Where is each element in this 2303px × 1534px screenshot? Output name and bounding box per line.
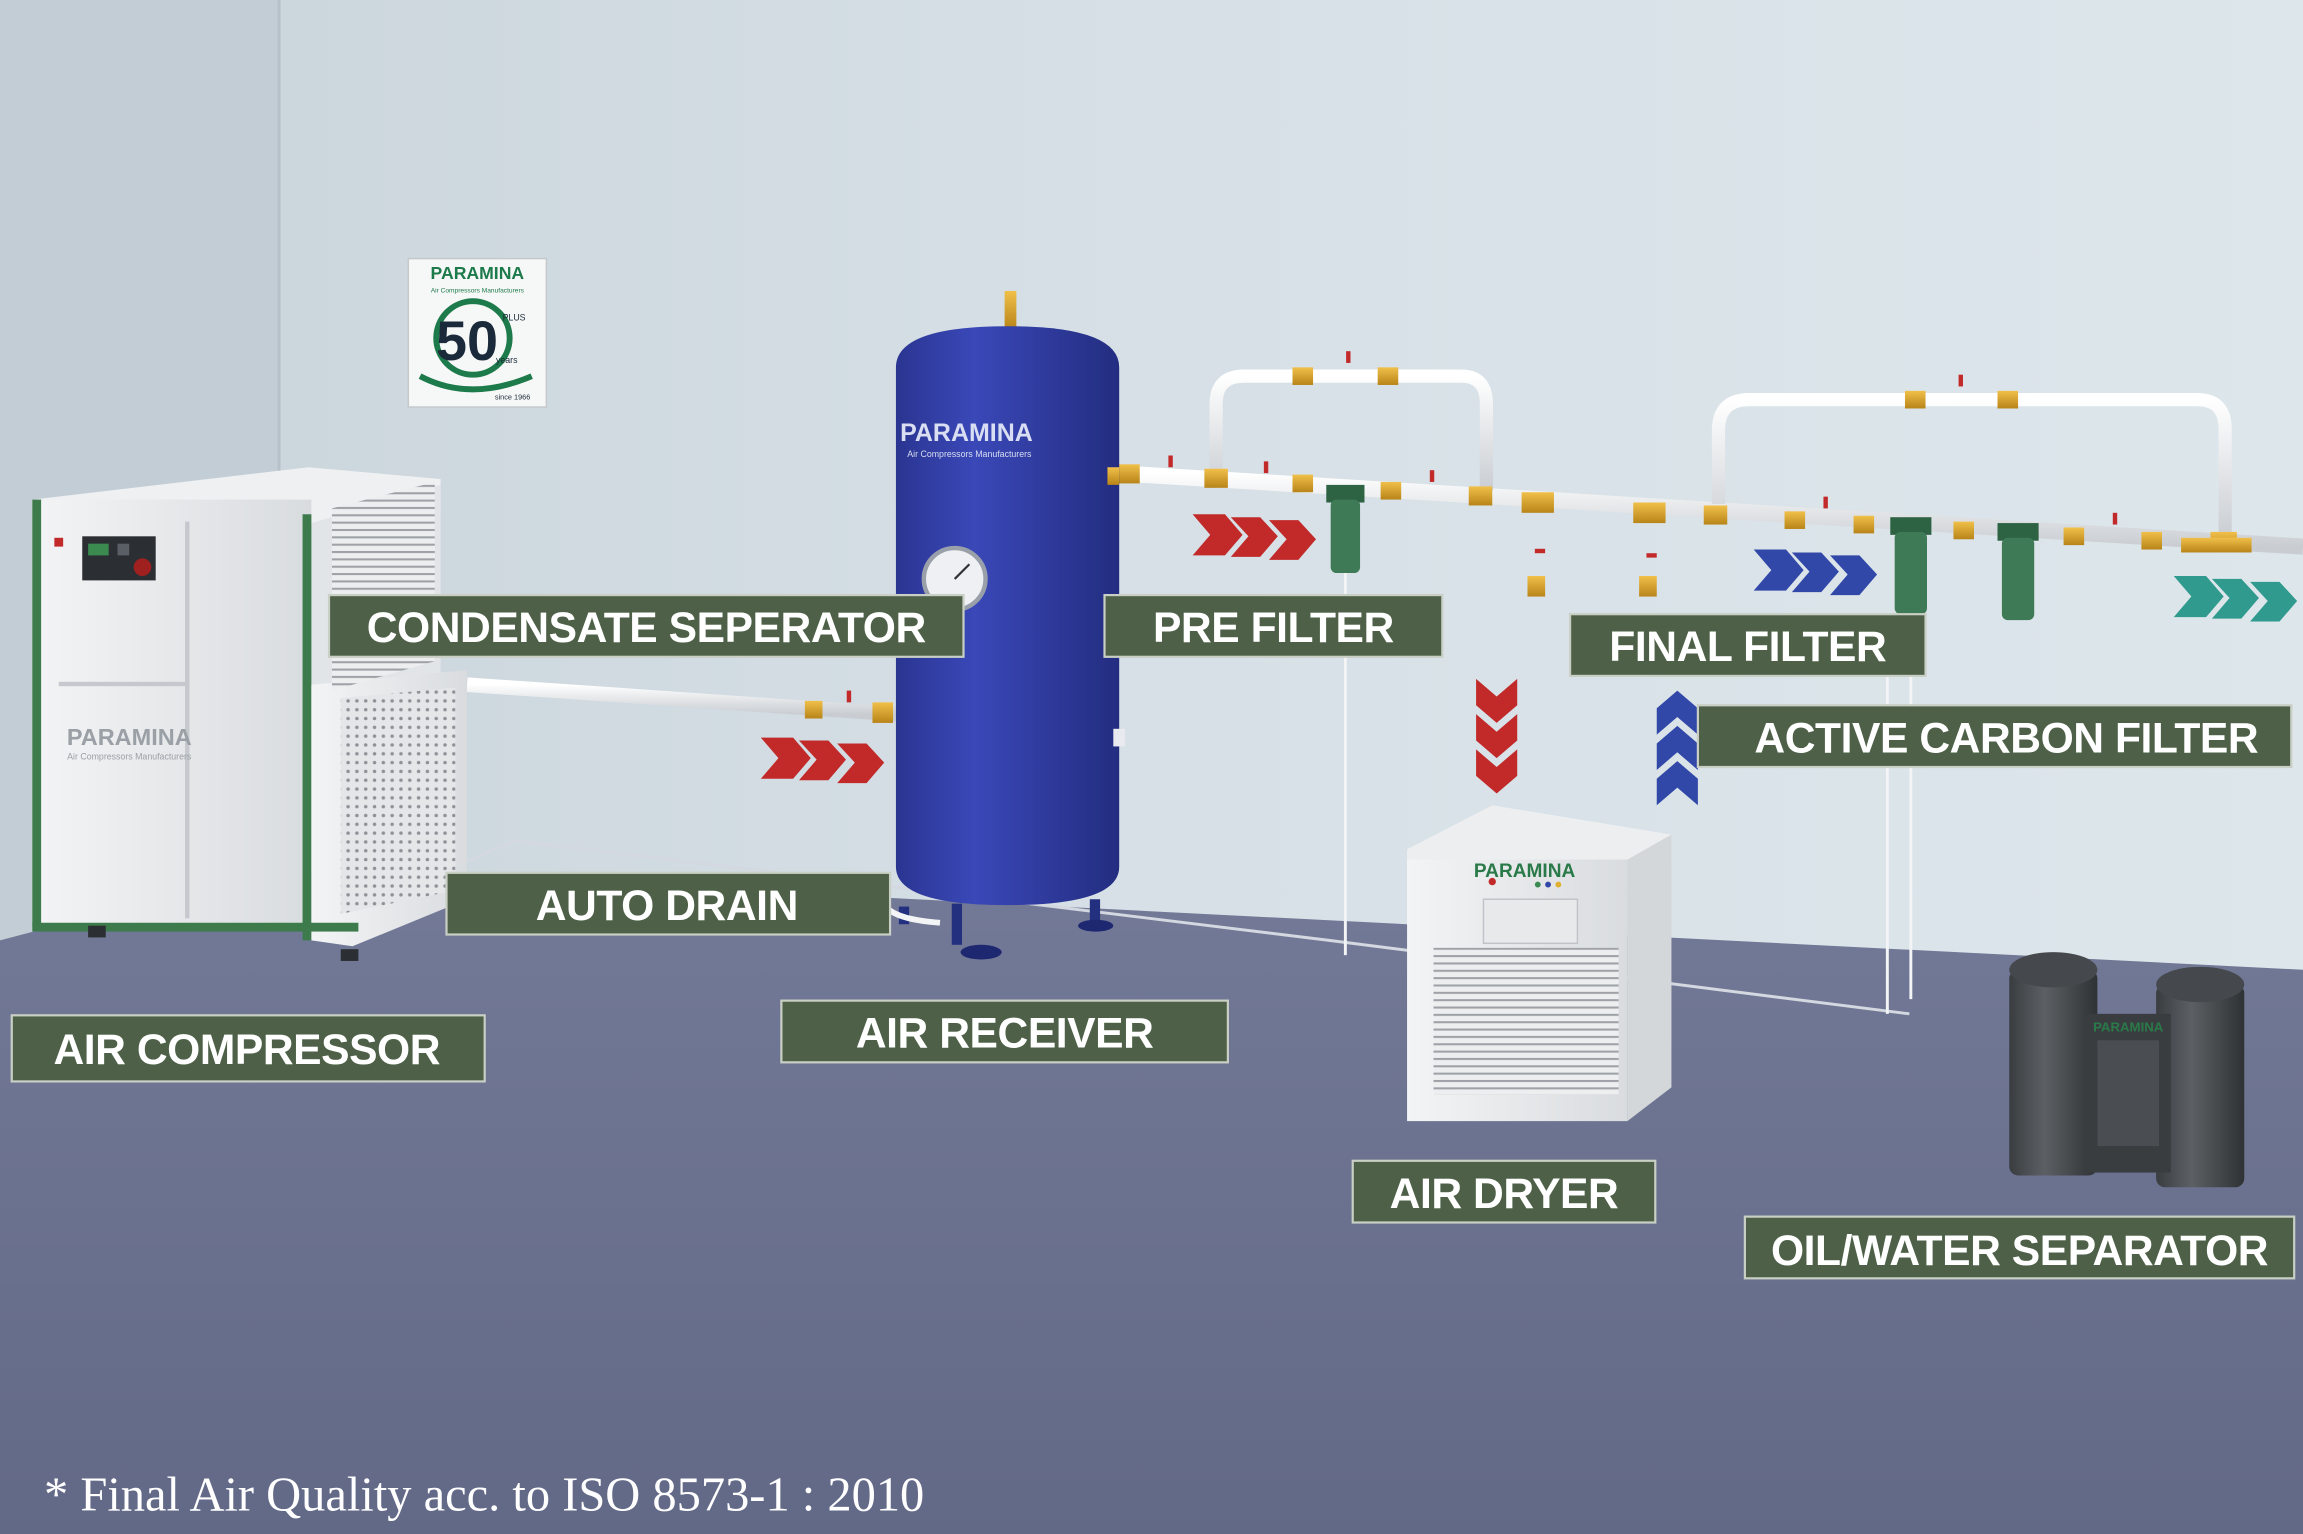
label-condensate-separator: CONDENSATE SEPERATOR (327, 593, 965, 658)
flow-arrow-blue (1656, 690, 1698, 806)
receiver-brand: PARAMINA (900, 419, 1033, 447)
label-final-filter: FINAL FILTER (1568, 613, 1927, 678)
label-air-receiver: AIR RECEIVER (780, 999, 1229, 1064)
svg-text:AIR RECEIVER: AIR RECEIVER (856, 1010, 1154, 1058)
separator-brand: PARAMINA (2093, 1019, 2164, 1034)
svg-text:FINAL FILTER: FINAL FILTER (1609, 623, 1886, 671)
flow-arrow-red (760, 737, 885, 784)
svg-text:AUTO DRAIN: AUTO DRAIN (536, 882, 798, 930)
inlet-pipe (466, 677, 897, 723)
badge-tagline: Air Compressors Manufacturers (431, 287, 525, 294)
anniversary-badge: PARAMINA Air Compressors Manufacturers 5… (407, 257, 548, 408)
air-compressor-unit: PARAMINA Air Compressors Manufacturers (32, 467, 468, 961)
badge-brand: PARAMINA (431, 263, 525, 283)
label-oil-water-separator: OIL/WATER SEPARATOR (1743, 1215, 2296, 1280)
floor (0, 866, 2303, 1534)
receiver-tagline: Air Compressors Manufacturers (907, 449, 1032, 459)
oil-water-separator-unit: PARAMINA (2009, 952, 2245, 1188)
flow-arrow-red (1476, 678, 1518, 794)
svg-text:AIR COMPRESSOR: AIR COMPRESSOR (53, 1026, 440, 1074)
label-active-carbon-filter: ACTIVE CARBON FILTER (1696, 704, 2293, 769)
final-filter-body (1890, 517, 1932, 1000)
label-auto-drain: AUTO DRAIN (445, 871, 892, 936)
svg-text:ACTIVE CARBON FILTER: ACTIVE CARBON FILTER (1754, 714, 2258, 762)
flow-arrow-red (1192, 514, 1316, 560)
flow-arrow-blue (1753, 549, 1878, 596)
svg-text:OIL/WATER SEPARATOR: OIL/WATER SEPARATOR (1771, 1227, 2268, 1275)
flow-arrow-teal (2173, 575, 2298, 622)
label-air-dryer: AIR DRYER (1351, 1159, 1657, 1224)
active-carbon-filter-body (1997, 523, 2039, 621)
air-receiver-tank: PARAMINA Air Compressors Manufacturers (895, 326, 1126, 960)
svg-text:PRE FILTER: PRE FILTER (1153, 604, 1394, 652)
badge-number: 50 (436, 309, 498, 372)
compressor-tagline: Air Compressors Manufacturers (67, 752, 192, 762)
ball-valve-icon (1004, 290, 2252, 597)
dryer-brand: PARAMINA (1474, 861, 1576, 882)
svg-text:CONDENSATE SEPERATOR: CONDENSATE SEPERATOR (367, 604, 926, 652)
compressor-brand: PARAMINA (67, 724, 192, 750)
badge-years: years (496, 355, 518, 365)
badge-since: since 1966 (495, 393, 530, 402)
label-air-compressor: AIR COMPRESSOR (10, 1014, 486, 1083)
air-dryer-unit: PARAMINA (1407, 805, 1672, 1122)
badge-plus: PLUS (503, 312, 526, 322)
footnote: * Final Air Quality acc. to ISO 8573-1 :… (44, 1468, 924, 1521)
label-pre-filter: PRE FILTER (1103, 593, 1444, 658)
svg-text:AIR DRYER: AIR DRYER (1390, 1170, 1619, 1218)
